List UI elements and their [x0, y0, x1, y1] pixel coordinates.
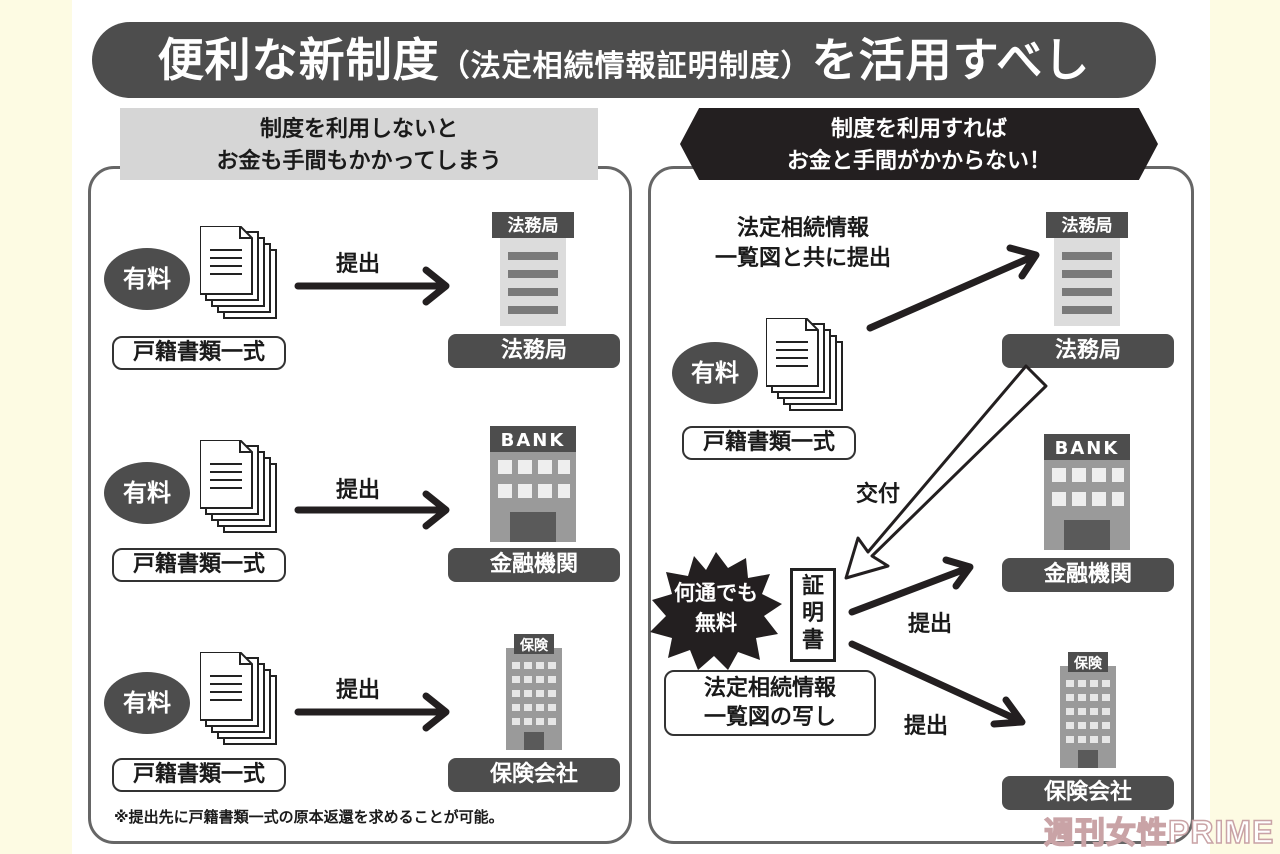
submit-label: 提出: [336, 678, 381, 703]
free-burst-line-2: 無料: [695, 611, 737, 635]
submit-arrow: [294, 692, 450, 732]
submit-label: 提出: [336, 252, 381, 277]
svg-text:保険: 保険: [519, 637, 549, 654]
issue-label: 交付: [856, 482, 901, 507]
left-heading-line-1: 制度を利用しないと: [259, 117, 458, 142]
right-heading-line-2: お金と手間がかからない！: [786, 149, 1051, 174]
copy-label-line-2: 一覧図の写し: [703, 705, 836, 730]
svg-text:法務局: 法務局: [508, 215, 559, 236]
insurance-building-icon: 保険: [1060, 652, 1116, 768]
submit-arrow: [866, 244, 1040, 332]
submit-arrow: [294, 490, 450, 530]
destination-financial-institution: 金融機関: [1002, 558, 1174, 592]
left-panel-heading: 制度を利用しないと お金も手間もかかってしまう: [120, 108, 598, 180]
right-panel-heading: 制度を利用すれば お金と手間がかからない！: [680, 108, 1158, 180]
submit-arrow: [294, 266, 450, 306]
submit-label: 提出: [336, 478, 381, 503]
submit-arrow: [848, 640, 1026, 728]
documents-label: 戸籍書類一式: [112, 758, 286, 792]
legal-bureau-building-icon: 法務局: [492, 212, 574, 326]
svg-text:保険: 保険: [1073, 655, 1103, 672]
submit-arrow: [848, 556, 974, 616]
insurance-building-icon: 保険: [506, 634, 562, 750]
legal-bureau-building-icon: 法務局: [1046, 212, 1128, 326]
page-title: 便利な新制度（法定相続情報証明制度）を活用すべし: [92, 22, 1156, 98]
publisher-logo: 週刊女性PRIME: [1043, 813, 1275, 851]
svg-text:BANK: BANK: [501, 430, 566, 451]
destination-legal-bureau: 法務局: [1002, 334, 1174, 368]
issue-arrow: [844, 364, 1048, 580]
cert-char-3: 書: [801, 628, 824, 653]
left-heading-line-2: お金も手間もかかってしまう: [216, 149, 502, 174]
fee-badge: 有料: [104, 672, 190, 734]
destination-insurance-company: 保険会社: [448, 758, 620, 792]
documents-label: 戸籍書類一式: [112, 548, 286, 582]
fee-badge: 有料: [104, 248, 190, 310]
right-heading-line-1: 制度を利用すれば: [830, 117, 1007, 142]
submit-with-list-note: 法定相続情報 一覧図と共に提出: [696, 214, 910, 274]
cert-char-2: 明: [801, 601, 824, 626]
fee-badge: 有料: [672, 342, 758, 404]
submit-note-line-1: 法定相続情報: [736, 216, 869, 241]
copy-label-line-1: 法定相続情報: [703, 676, 836, 701]
destination-legal-bureau: 法務局: [448, 334, 620, 368]
svg-text:BANK: BANK: [1055, 438, 1120, 459]
destination-financial-institution: 金融機関: [448, 548, 620, 582]
bank-building-icon: BANK: [490, 426, 576, 542]
list-copy-label: 法定相続情報 一覧図の写し: [664, 670, 876, 736]
submit-note-line-2: 一覧図と共に提出: [714, 246, 891, 271]
free-burst-badge: [650, 552, 782, 670]
fee-badge: 有料: [104, 462, 190, 524]
free-burst-text: 何通でも 無料: [650, 578, 782, 638]
cert-char-1: 証: [801, 574, 824, 599]
footnote: ※提出先に戸籍書類一式の原本返還を求めることが可能。: [114, 808, 504, 826]
documents-label: 戸籍書類一式: [682, 426, 856, 460]
bank-building-icon: BANK: [1044, 434, 1130, 550]
submit-label: 提出: [904, 714, 949, 739]
svg-text:法務局: 法務局: [1062, 215, 1113, 236]
submit-label: 提出: [908, 612, 953, 637]
certificate-document: 証 明 書: [790, 568, 836, 662]
destination-insurance-company: 保険会社: [1002, 776, 1174, 810]
documents-label: 戸籍書類一式: [112, 336, 286, 370]
free-burst-line-1: 何通でも: [674, 581, 758, 605]
